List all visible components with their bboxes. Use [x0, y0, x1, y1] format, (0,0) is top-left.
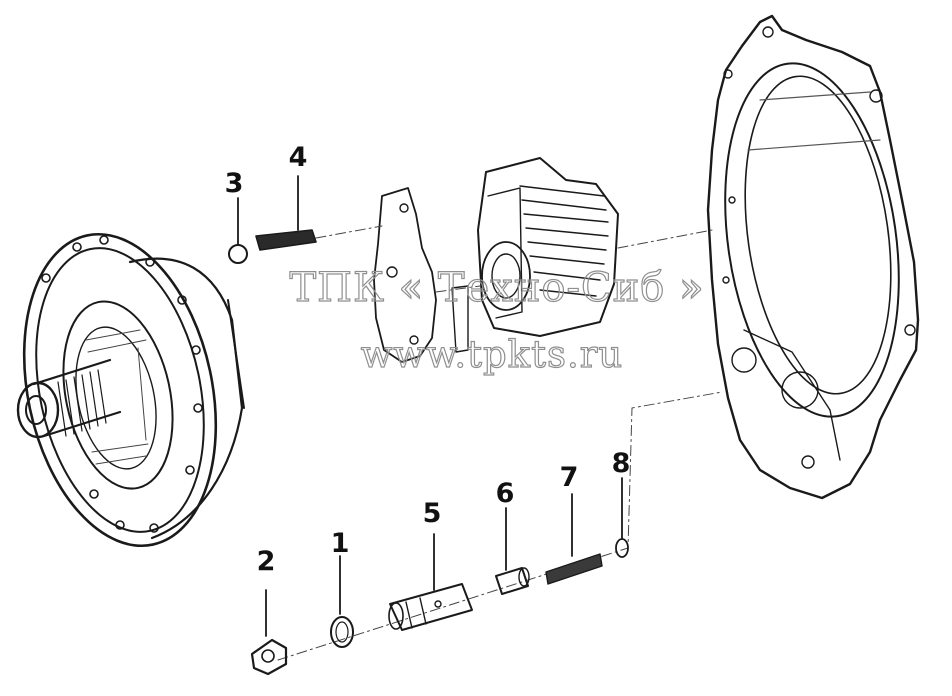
- pump-housing: [16, 232, 245, 548]
- callout-4: 4: [288, 142, 308, 173]
- part-7-spring: [545, 493, 603, 585]
- callout-3: 3: [224, 168, 244, 199]
- part-1-o-ring: [330, 555, 354, 648]
- callout-5: 5: [422, 498, 442, 529]
- callout-7: 7: [559, 462, 579, 493]
- part-6-sleeve: [495, 507, 530, 595]
- valve-body: [477, 157, 619, 337]
- gasket-plate: [373, 187, 469, 363]
- callout-8: 8: [611, 448, 631, 479]
- transmission-housing: [706, 14, 920, 500]
- watermark-url: www.tpkts.ru: [360, 333, 624, 376]
- watermark-title: ТПК « Техно-Сиб »: [289, 265, 705, 311]
- part-2-plug: [250, 589, 288, 676]
- part-8-washer: [615, 477, 629, 558]
- part-3-ball: [228, 244, 248, 264]
- part-5-spool: [388, 533, 473, 631]
- callout-2: 2: [256, 546, 276, 577]
- callout-1: 1: [330, 528, 350, 559]
- callout-6: 6: [495, 478, 515, 509]
- part-4-pin: [255, 175, 317, 251]
